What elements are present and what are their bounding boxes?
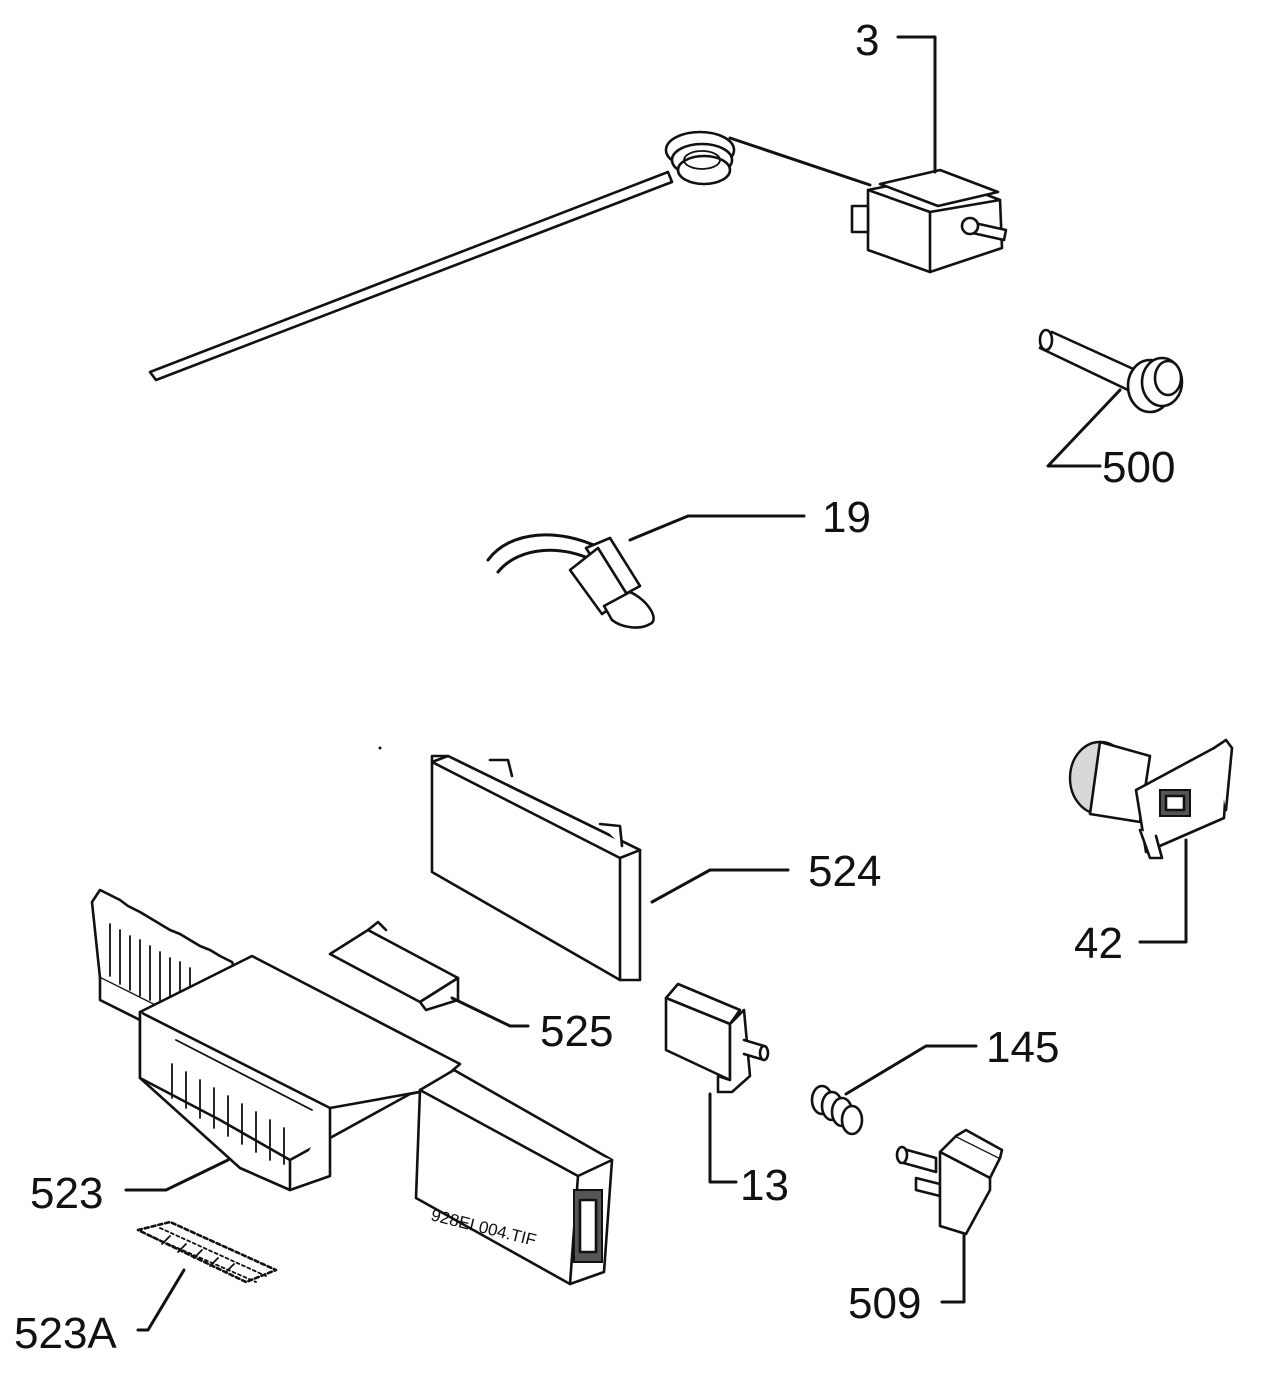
leader-line-145 — [844, 1044, 978, 1096]
stray-dot — [378, 746, 382, 750]
callout-524: 524 — [808, 847, 881, 896]
callout-42: 42 — [1074, 919, 1123, 968]
leader-line-523a — [136, 1268, 186, 1332]
leader-line-523 — [124, 1158, 230, 1192]
callout-145: 145 — [986, 1023, 1059, 1072]
grille-insert-part — [136, 1220, 278, 1284]
spring-part — [810, 1084, 864, 1136]
plunger-part — [895, 1128, 1004, 1236]
lamp-part — [486, 533, 655, 629]
knob-shaft-part — [1038, 328, 1184, 414]
leader-line-500 — [1046, 388, 1122, 468]
callout-19: 19 — [822, 493, 871, 542]
leader-line-42 — [1138, 838, 1188, 944]
thermostat-part — [148, 130, 1008, 382]
leader-line-3 — [896, 35, 937, 174]
callout-500: 500 — [1102, 443, 1175, 492]
callout-509: 509 — [848, 1279, 921, 1328]
callout-13: 13 — [740, 1161, 789, 1210]
control-housing-part — [90, 888, 614, 1286]
lamp-holder-part — [1068, 738, 1234, 860]
leader-line-509 — [940, 1232, 966, 1304]
callout-523: 523 — [30, 1169, 103, 1218]
callout-523a: 523A — [14, 1309, 117, 1358]
leader-line-525 — [450, 996, 530, 1028]
callout-525: 525 — [540, 1007, 613, 1056]
cover-plate-part — [328, 920, 460, 1012]
switch-part — [664, 982, 770, 1094]
leader-line-13 — [708, 1092, 738, 1184]
leader-line-524 — [650, 868, 790, 904]
callout-3: 3 — [855, 16, 879, 65]
lamp-cover-part — [430, 754, 642, 982]
leader-line-19 — [628, 514, 806, 542]
